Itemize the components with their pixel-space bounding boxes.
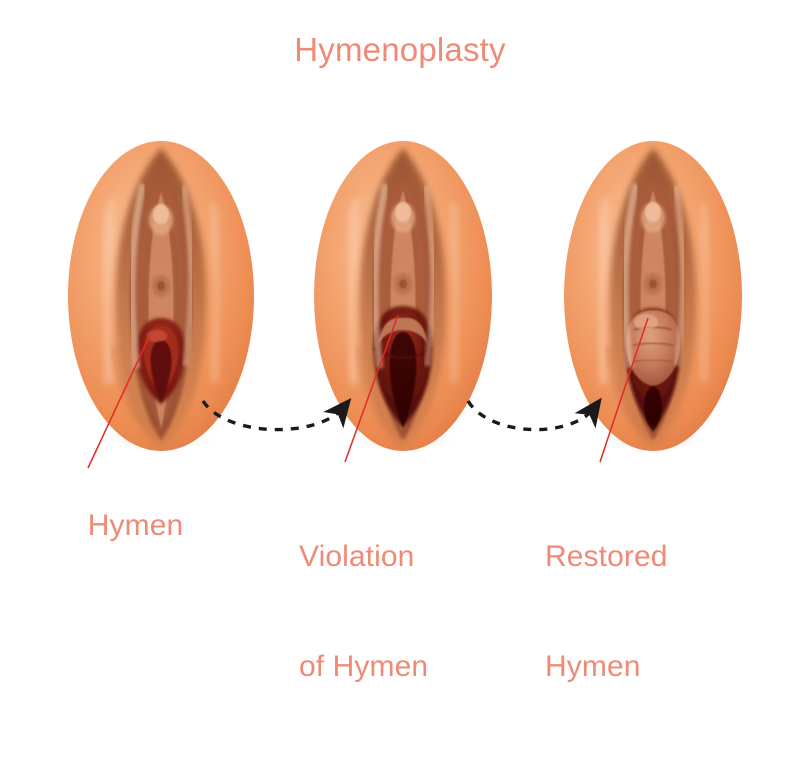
label-hymen: Hymen	[54, 471, 183, 581]
label-violation-line-1: Violation	[299, 540, 415, 574]
label-restored-hymen: Restored Hymen	[545, 466, 668, 759]
figure-violated	[314, 141, 492, 452]
label-restored-line-2: Hymen	[545, 649, 641, 683]
label-hymen-line-1: Hymen	[87, 508, 184, 542]
page-title: Hymenoplasty	[294, 31, 506, 68]
figure-restored	[564, 141, 742, 452]
label-violation-of-hymen: Violation of Hymen	[299, 466, 428, 759]
label-violation-line-2: of Hymen	[299, 649, 429, 683]
illustration-canvas: Hymenoplasty	[54, 31, 742, 683]
label-restored-line-1: Restored	[545, 540, 668, 574]
figure-intact	[68, 141, 254, 452]
